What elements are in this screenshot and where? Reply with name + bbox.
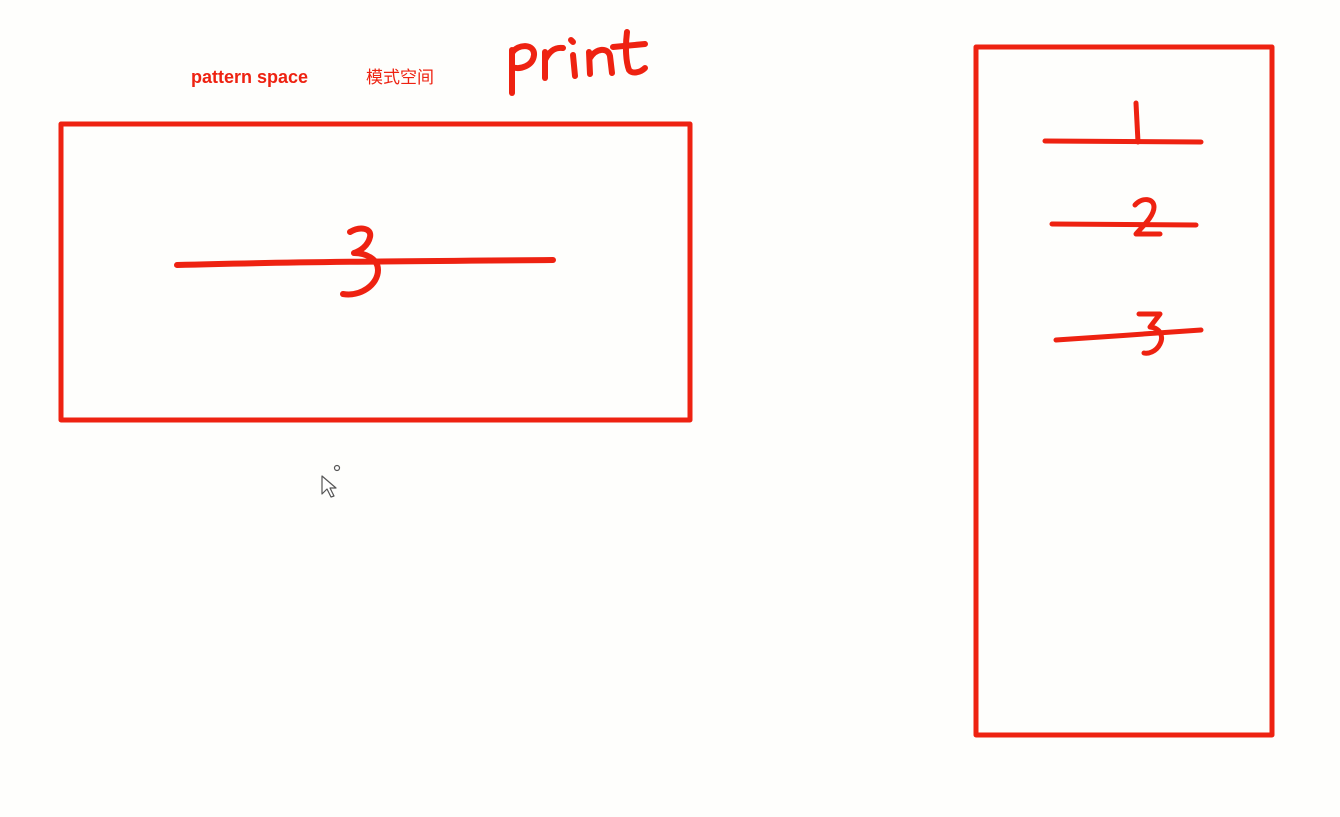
mouse-pointer-icon [321,464,341,498]
pattern-space-box [58,121,693,423]
output-line-3: 3 [1053,311,1204,356]
pattern-space-label: pattern space [191,67,309,87]
output-line-2: 2 [1049,197,1199,237]
pattern-space-line: 3 [174,225,556,298]
pattern-space-label-chinese: 模式空间 [366,68,434,88]
handwritten-print-word: print [509,29,648,96]
output-line-1: 1 [1042,100,1204,145]
output-stack-box [973,44,1275,738]
